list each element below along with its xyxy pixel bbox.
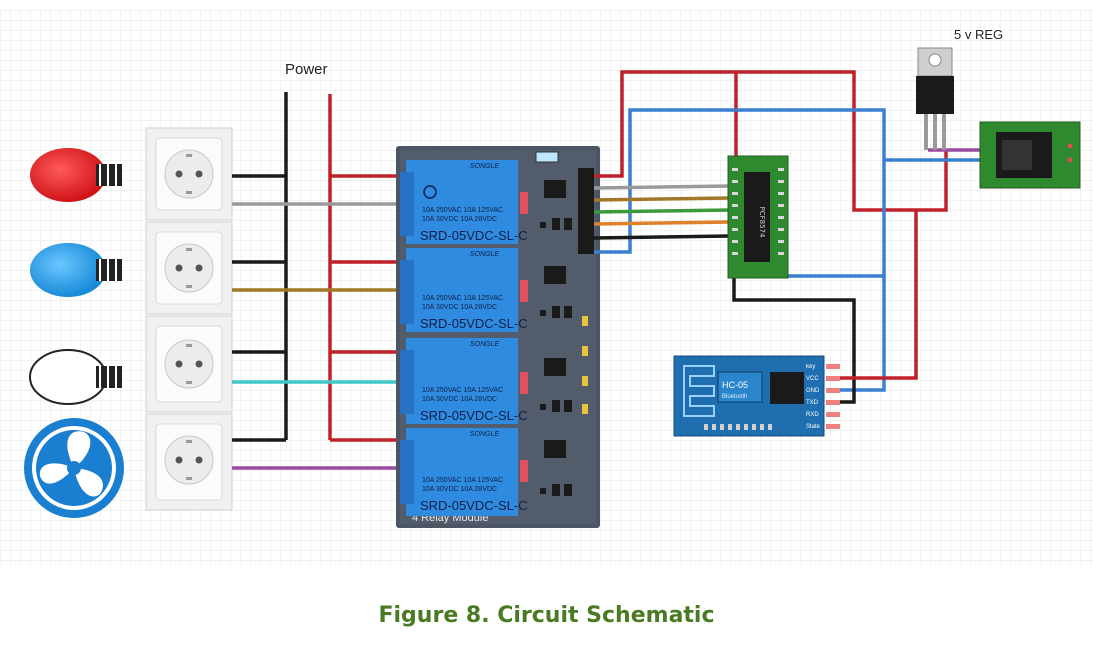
bt-pin-labels: key VCC GND TXD RXD State — [806, 364, 821, 430]
io-expander-board: PCF8574 — [727, 155, 789, 279]
svg-text:State: State — [806, 424, 821, 430]
relay-2: SONGLE 10A 250VAC 10A 125VAC 10A 30VDC 1… — [400, 248, 528, 332]
blue-bulb-icon — [30, 243, 122, 297]
svg-text:VCC: VCC — [806, 376, 819, 382]
svg-text:SONGLE: SONGLE — [470, 431, 500, 438]
svg-text:10A 30VDC 10A 28VDC: 10A 30VDC 10A 28VDC — [422, 396, 497, 403]
svg-text:SRD-05VDC-SL-C: SRD-05VDC-SL-C — [420, 408, 528, 423]
logic-wires — [593, 70, 990, 404]
fan-icon — [24, 418, 124, 518]
white-bulb-icon — [29, 349, 122, 405]
regulator-label: 5 v REG — [954, 27, 1003, 42]
svg-text:10A 30VDC 10A 28VDC: 10A 30VDC 10A 28VDC — [422, 486, 497, 493]
power-wires — [232, 92, 408, 470]
socket-icon — [145, 413, 233, 511]
dc-jack-board — [979, 121, 1081, 189]
socket-icon — [145, 315, 233, 413]
relay-1: SONGLE 10A 250VAC 10A 125VAC 10A 30VDC 1… — [400, 160, 528, 244]
bluetooth-module: HC-05 Bluetooth key VCC GND TXD RXD Stat… — [673, 355, 840, 437]
svg-text:key: key — [806, 364, 815, 370]
relay-input-header — [578, 168, 594, 254]
svg-text:10A 250VAC 10A 125VAC: 10A 250VAC 10A 125VAC — [422, 387, 503, 394]
svg-text:PCF8574: PCF8574 — [758, 207, 766, 238]
regulator-icon — [916, 47, 954, 150]
svg-text:SRD-05VDC-SL-C: SRD-05VDC-SL-C — [420, 498, 528, 513]
svg-text:SONGLE: SONGLE — [470, 163, 500, 170]
svg-text:10A 30VDC 10A 28VDC: 10A 30VDC 10A 28VDC — [422, 304, 497, 311]
svg-text:SONGLE: SONGLE — [470, 341, 500, 348]
relay-module: 4 Relay Module SONGLE 10A 250VAC 10A 125… — [396, 146, 600, 528]
svg-text:10A 250VAC 10A 125VAC: 10A 250VAC 10A 125VAC — [422, 207, 503, 214]
socket-icon — [145, 221, 233, 315]
svg-text:10A 30VDC 10A 28VDC: 10A 30VDC 10A 28VDC — [422, 216, 497, 223]
svg-text:10A 250VAC 10A 125VAC: 10A 250VAC 10A 125VAC — [422, 477, 503, 484]
relay-3: SONGLE 10A 250VAC 10A 125VAC 10A 30VDC 1… — [400, 338, 528, 424]
power-label: Power — [285, 61, 328, 78]
svg-text:RXD: RXD — [806, 412, 819, 418]
bt-module-label: HC-05 — [722, 380, 748, 390]
socket-icon — [145, 127, 233, 221]
svg-text:SONGLE: SONGLE — [470, 251, 500, 258]
svg-text:TXD: TXD — [806, 400, 819, 406]
relay-components — [520, 180, 588, 496]
red-bulb-icon — [30, 148, 122, 202]
svg-text:SRD-05VDC-SL-C: SRD-05VDC-SL-C — [420, 316, 528, 331]
figure-caption: Figure 8. Circuit Schematic — [378, 603, 715, 628]
relay-4: SONGLE 10A 250VAC 10A 125VAC 10A 30VDC 1… — [400, 428, 528, 516]
svg-text:10A 250VAC 10A 125VAC: 10A 250VAC 10A 125VAC — [422, 295, 503, 302]
svg-text:GND: GND — [806, 388, 820, 394]
socket-panel — [145, 127, 233, 511]
svg-text:SRD-05VDC-SL-C: SRD-05VDC-SL-C — [420, 228, 528, 243]
svg-text:Bluetooth: Bluetooth — [722, 394, 747, 400]
